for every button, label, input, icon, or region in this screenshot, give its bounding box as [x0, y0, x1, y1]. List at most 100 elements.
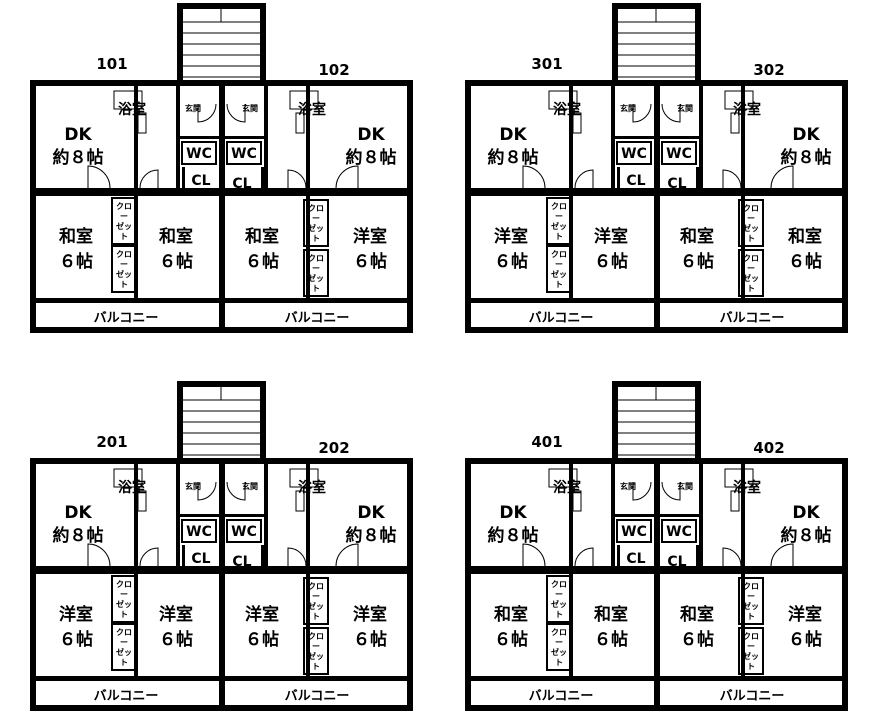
room-label-dk-size: 約８帖 [781, 525, 832, 546]
room-label-balcony: バルコニー [720, 311, 785, 326]
wall-left [30, 458, 36, 711]
stair-wall-left [612, 3, 618, 83]
door-swing-icon [139, 169, 159, 189]
room-label-balcony: バルコニー [285, 689, 350, 704]
room-label-entrance: 玄関 [242, 103, 258, 113]
wall-inner [306, 80, 310, 298]
room-label-closet: ー [120, 590, 128, 599]
room-label-dk: DK [357, 503, 385, 523]
room-label-bedroom-size: ６帖 [788, 251, 822, 272]
room-label-closet: クロ [116, 579, 132, 589]
shower-icon [572, 112, 582, 134]
room-label-bath: 浴室 [118, 479, 146, 496]
room-label-bedroom-size: ６帖 [494, 629, 528, 650]
room-label-dk-size: 約８帖 [781, 147, 832, 168]
unit-number: 202 [318, 439, 349, 457]
wall-inner [611, 464, 615, 566]
room-label-bedroom: 洋室 [245, 604, 279, 625]
room-label-closet: ー [555, 590, 563, 599]
bathroom [113, 468, 319, 512]
door-swing-icon [87, 165, 111, 189]
room-label-closet: ト [747, 234, 755, 243]
room-label-balcony: バルコニー [720, 689, 785, 704]
wall-inner [306, 458, 310, 676]
closet-column [546, 575, 764, 675]
room-label-cl: CL [626, 551, 645, 567]
closet-box [546, 575, 572, 623]
unit-number: 302 [753, 61, 784, 79]
room-label-cl: CL [667, 176, 686, 192]
room-label-closet: クロ [743, 581, 759, 591]
room-label-entrance: 玄関 [185, 103, 201, 113]
room-label-closet: ー [555, 260, 563, 269]
wc-box [661, 141, 697, 165]
room-label-bath: 浴室 [298, 479, 326, 496]
room-label-closet: ゼッ [551, 599, 567, 609]
room-label-bedroom-size: ６帖 [594, 251, 628, 272]
wall-inner [264, 86, 268, 188]
wall-right [407, 80, 413, 333]
closet-column [546, 197, 764, 297]
room-label-closet: クロ [551, 579, 567, 589]
wall-inner [699, 464, 703, 566]
wall-inner [176, 86, 180, 188]
wall-party [654, 458, 660, 711]
unit-number: 402 [753, 439, 784, 457]
wc-box [661, 519, 697, 543]
closet-box [546, 623, 572, 671]
room-label-closet: ゼッ [743, 601, 759, 611]
door-swing-icon [574, 547, 594, 567]
wall-party [219, 458, 225, 711]
room-label-bedroom-size: ６帖 [159, 251, 193, 272]
room-label-bath: 浴室 [118, 101, 146, 118]
room-label-closet: ゼッ [308, 601, 324, 611]
room-label-cl: CL [191, 551, 210, 567]
stair-wall-right [695, 3, 701, 83]
stairwell [177, 381, 266, 461]
door-swing-icon [335, 165, 359, 189]
wall-inner [617, 167, 620, 188]
wall-inner [696, 167, 699, 188]
room-label-bedroom-size: ６帖 [594, 629, 628, 650]
wc-box [226, 141, 262, 165]
bathtub-icon [289, 90, 319, 110]
wall-inner [741, 458, 745, 676]
wall-left [30, 80, 36, 333]
door-swing-icon [226, 103, 246, 123]
stair-wall-right [260, 3, 266, 83]
room-label-bath: 浴室 [733, 479, 761, 496]
room-label-balcony: バルコニー [285, 311, 350, 326]
room-label-closet: ゼッ [743, 273, 759, 283]
closet-box [303, 199, 329, 247]
closet-box [546, 245, 572, 293]
door-swing-icon [226, 481, 246, 501]
wall-inner [569, 458, 573, 676]
room-label-wc: WC [621, 146, 647, 162]
room-label-cl: CL [626, 173, 645, 189]
room-label-entrance: 玄関 [185, 481, 201, 491]
room-label-bedroom-size: ６帖 [245, 629, 279, 650]
room-label-bedroom: 洋室 [159, 604, 193, 625]
room-label-closet: ゼッ [308, 273, 324, 283]
door-swing-icon [661, 103, 681, 123]
room-label-balcony: バルコニー [529, 311, 594, 326]
closet-column [111, 197, 329, 297]
room-label-closet: ト [555, 280, 563, 289]
room-label-bedroom-size: ６帖 [59, 629, 93, 650]
room-label-bedroom: 和室 [159, 226, 193, 247]
room-label-wc: WC [186, 146, 212, 162]
wall-inner [134, 458, 138, 676]
room-label-closet: クロ [743, 631, 759, 641]
wall-inner [182, 545, 185, 566]
unit-number: 401 [531, 433, 562, 451]
closet-box [738, 627, 764, 675]
room-label-bedroom-size: ６帖 [680, 629, 714, 650]
wall-inner [617, 545, 620, 566]
room-label-closet: ト [555, 610, 563, 619]
room-label-closet: ゼッ [551, 269, 567, 279]
door-swing-icon [287, 547, 307, 567]
